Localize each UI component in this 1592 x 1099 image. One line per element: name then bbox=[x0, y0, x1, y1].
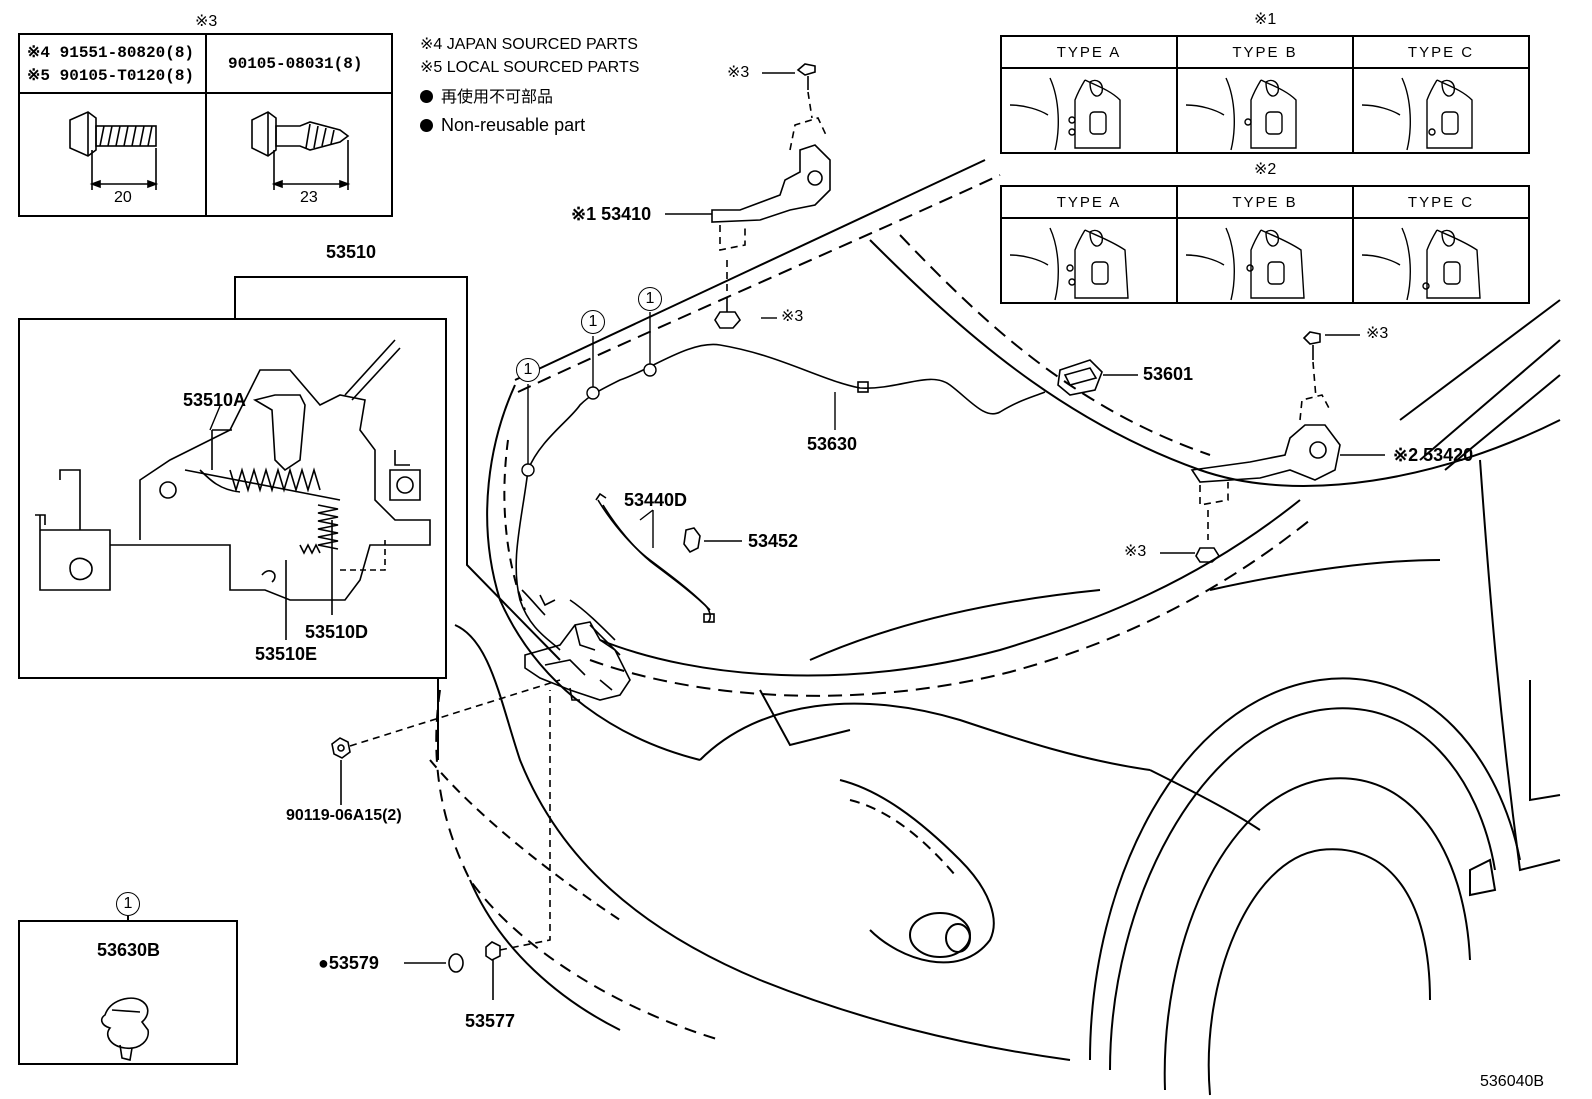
latch-inset-frame bbox=[18, 276, 561, 760]
clip-box-part-label: 53630B bbox=[97, 940, 161, 960]
bolt-table-frame bbox=[18, 33, 393, 217]
circle-ref-marker: 1 bbox=[638, 287, 662, 311]
wire-53440d-drawing bbox=[595, 492, 715, 623]
cushion-part-number: 53579 bbox=[328, 953, 379, 973]
hinge-right-label: ※2 53420 bbox=[1393, 445, 1474, 465]
nonreusable-jp-text: 再使用不可部品 bbox=[441, 89, 554, 106]
bolt-table-ref: ※3 bbox=[195, 13, 218, 30]
hood-lock-drawing bbox=[524, 621, 631, 701]
clip-box-ref-marker: 1 bbox=[116, 892, 140, 916]
clip-53452-drawing bbox=[683, 527, 742, 554]
type-table-2-header-b: TYPE B bbox=[1232, 194, 1298, 211]
hood-hinge-right-drawing bbox=[1190, 331, 1341, 563]
wire-label: 53440D bbox=[624, 490, 688, 510]
latch-part-d-label: 53510D bbox=[305, 622, 369, 642]
bolt-right-part: 90105-08031(8) bbox=[228, 55, 363, 73]
latch-part-a-label: 53510A bbox=[183, 390, 247, 410]
bolt-left-part-2: ※5 90105-T0120(8) bbox=[27, 67, 195, 85]
clip-53630b-drawing bbox=[100, 997, 150, 1061]
type-table-1-header-b: TYPE B bbox=[1232, 44, 1298, 61]
clip-box-frame bbox=[18, 916, 238, 1065]
type-bracket-sketches bbox=[1009, 77, 1481, 301]
bullet-icon bbox=[420, 90, 433, 103]
leader-lines bbox=[209, 72, 1385, 554]
type-table-1-frame bbox=[1000, 35, 1530, 154]
note-nonreusable-jp: 再使用不可部品 bbox=[420, 90, 553, 106]
clip-label: 53452 bbox=[748, 531, 799, 551]
type-table-2-header-a: TYPE A bbox=[1056, 194, 1122, 211]
ref3-right-top-label: ※3 bbox=[1366, 325, 1389, 342]
type-table-2-ref: ※2 bbox=[1254, 161, 1277, 178]
bolt-right-dim: 23 bbox=[300, 189, 318, 206]
hinge-left-label: ※1 53410 bbox=[571, 204, 652, 224]
bolt-drawing-left bbox=[69, 111, 159, 190]
release-cable-drawing bbox=[515, 343, 1138, 656]
type-table-2-header-c: TYPE C bbox=[1407, 194, 1475, 211]
type-table-1-header-a: TYPE A bbox=[1056, 44, 1122, 61]
hood-hinge-left-drawing bbox=[711, 63, 831, 329]
nonreusable-en-text: Non-reusable part bbox=[441, 115, 586, 135]
note-nonreusable-en: Non-reusable part bbox=[420, 116, 585, 134]
car-body-outline bbox=[429, 159, 1561, 1096]
cable-label: 53630 bbox=[807, 434, 858, 454]
type-table-1-header-c: TYPE C bbox=[1407, 44, 1475, 61]
cushion-label: ●53579 bbox=[318, 954, 379, 972]
fastener-drawings bbox=[331, 679, 561, 1000]
bolt-left-dim: 20 bbox=[114, 189, 132, 206]
type-table-2-frame bbox=[1000, 185, 1530, 304]
type-table-1-ref: ※1 bbox=[1254, 11, 1277, 28]
circle-ref-marker: 1 bbox=[516, 358, 540, 382]
ref3-right-bottom-label: ※3 bbox=[1124, 543, 1147, 560]
cushion-bullet: ● bbox=[318, 953, 329, 973]
latch-part-e-label: 53510E bbox=[255, 644, 318, 664]
bullet-icon bbox=[420, 119, 433, 132]
handle-label: 53601 bbox=[1143, 364, 1194, 384]
bolt-drawing-right bbox=[251, 111, 351, 190]
ref3-top-label: ※3 bbox=[727, 64, 750, 81]
bolt-label: 90119-06A15(2) bbox=[286, 807, 402, 824]
figure-code: 536040B bbox=[1480, 1073, 1545, 1090]
latch-assembly-label: 53510 bbox=[326, 242, 377, 262]
note-japan-sourced: ※4 JAPAN SOURCED PARTS bbox=[420, 36, 638, 53]
latch-assembly-drawing bbox=[35, 339, 431, 640]
ref3-mid-label: ※3 bbox=[781, 308, 804, 325]
bolt-left-part-1: ※4 91551-80820(8) bbox=[27, 44, 195, 62]
cable-clip-points bbox=[521, 312, 657, 477]
circle-ref-marker: 1 bbox=[581, 310, 605, 334]
stopper-label: 53577 bbox=[465, 1011, 516, 1031]
note-local-sourced: ※5 LOCAL SOURCED PARTS bbox=[420, 59, 640, 76]
